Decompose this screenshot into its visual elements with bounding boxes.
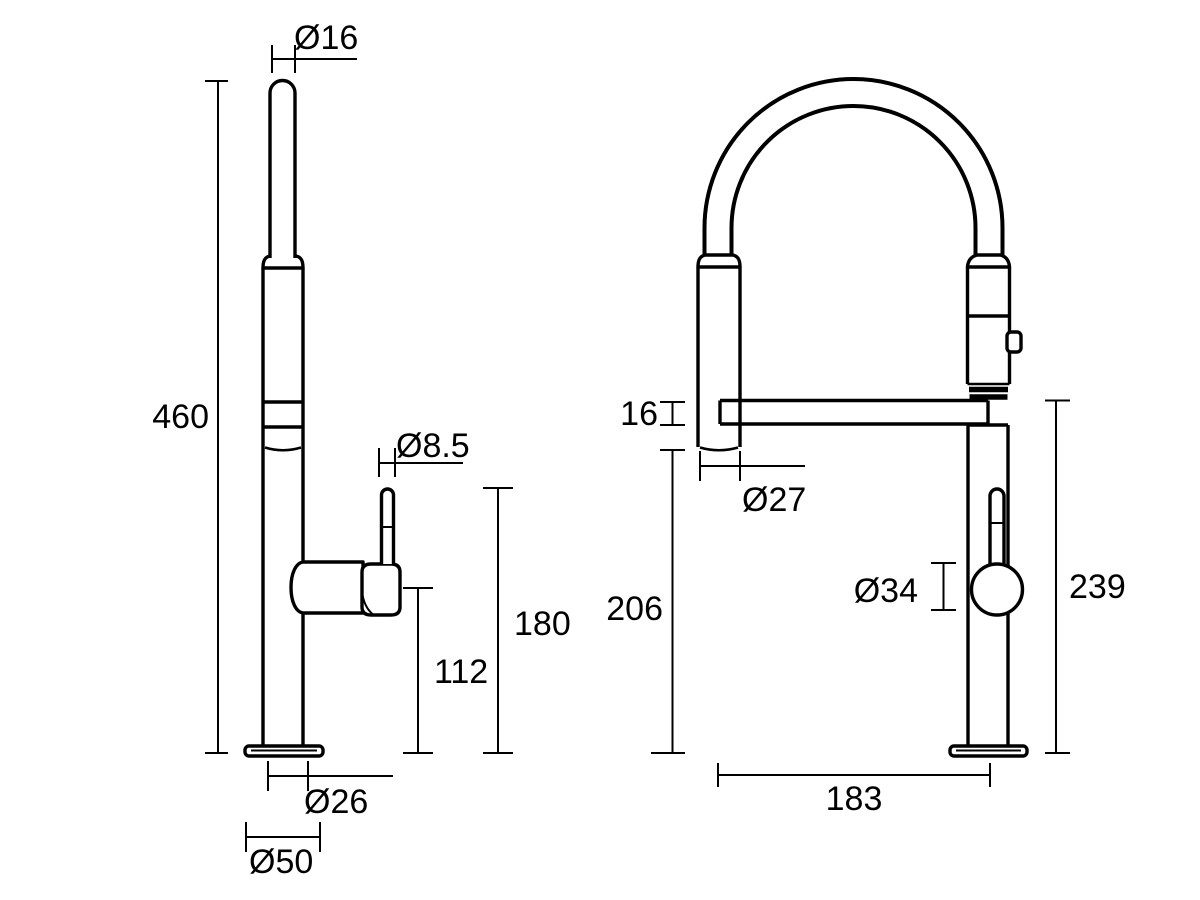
side-view-dimensions: Ø16 460 Ø8.5 180	[152, 19, 570, 881]
dim-base-diameter-lines	[245, 822, 321, 852]
dim-knob-diameter-lines	[931, 562, 956, 611]
front-hose-inner-arc	[729, 104, 978, 260]
front-sprayhead-body	[965, 267, 1012, 384]
dim-cartridge-height: 112	[403, 587, 488, 754]
dim-arm-diameter: 16	[620, 395, 685, 433]
dim-leg-spread: 183	[717, 763, 991, 818]
front-spout-arm	[718, 398, 990, 426]
dim-outlet-diameter-lines	[699, 451, 805, 481]
dim-spout-diameter-label: Ø16	[294, 19, 358, 57]
front-outlet-collar	[696, 253, 742, 269]
dim-lever-height-lines	[483, 487, 513, 754]
side-housing-left	[289, 560, 365, 615]
dim-lever-height-label: 180	[514, 605, 571, 643]
front-outlet-tube	[696, 267, 742, 447]
dim-base-diameter-label: Ø50	[249, 843, 313, 881]
dim-arm-diameter-lines	[660, 401, 685, 426]
dim-arm-height: 239	[1045, 399, 1126, 754]
dim-outlet-height-lines	[651, 449, 685, 754]
front-hose-outer-arc	[702, 77, 1005, 260]
dim-spout-diameter: Ø16	[271, 19, 358, 73]
front-lever-knob	[969, 562, 1025, 617]
side-collar	[261, 254, 305, 270]
dim-lever-height: 180	[483, 487, 571, 754]
dim-lever-diameter: Ø8.5	[378, 427, 470, 477]
dim-column-diameter: Ø26	[267, 761, 393, 821]
front-sprayhead-collar	[965, 253, 1012, 269]
dim-overall-height-label: 460	[152, 398, 209, 436]
side-view: Ø16 460 Ø8.5 180	[152, 19, 570, 881]
dim-outlet-height: 206	[606, 449, 685, 754]
front-nozzle-bands	[969, 386, 1008, 400]
dim-arm-height-lines	[1045, 399, 1070, 754]
side-outlet-arc	[264, 446, 302, 452]
front-outlet-arc	[699, 446, 739, 452]
dim-cartridge-height-lines	[403, 587, 433, 754]
side-view-faucet-body	[243, 78, 402, 758]
side-spout-rod	[268, 78, 297, 258]
front-view-faucet-body	[696, 77, 1029, 758]
dim-cartridge-height-label: 112	[434, 653, 488, 691]
dim-column-diameter-label: Ø26	[304, 783, 368, 821]
dim-leg-spread-lines	[717, 763, 991, 787]
dim-overall-height: 460	[152, 80, 228, 754]
side-housing-swoosh	[361, 591, 374, 616]
front-view: 16 206 Ø27 Ø34	[606, 77, 1126, 818]
dim-outlet-diameter: Ø27	[699, 451, 806, 519]
dim-knob-diameter-label: Ø34	[854, 572, 918, 610]
dim-base-diameter: Ø50	[245, 822, 321, 881]
side-housing-hub	[360, 562, 402, 617]
dim-lever-diameter-label: Ø8.5	[396, 427, 470, 465]
dim-column-diameter-lines	[267, 761, 393, 791]
dim-arm-diameter-label: 16	[620, 395, 658, 433]
dim-spout-diameter-lines	[271, 45, 357, 73]
dim-arm-height-label: 239	[1069, 568, 1126, 606]
dim-outlet-diameter-label: Ø27	[742, 481, 806, 519]
front-spray-button	[1005, 330, 1023, 354]
side-column-outline	[261, 268, 305, 746]
front-lever-rod	[988, 487, 1006, 565]
dim-knob-diameter: Ø34	[854, 562, 956, 611]
dim-overall-height-lines	[205, 80, 228, 754]
dim-lever-diameter-lines	[378, 448, 463, 477]
dim-outlet-height-label: 206	[606, 590, 663, 628]
dim-leg-spread-label: 183	[826, 780, 883, 818]
side-body-joint-lines	[263, 400, 303, 429]
front-view-dimensions: 16 206 Ø27 Ø34	[606, 395, 1125, 818]
